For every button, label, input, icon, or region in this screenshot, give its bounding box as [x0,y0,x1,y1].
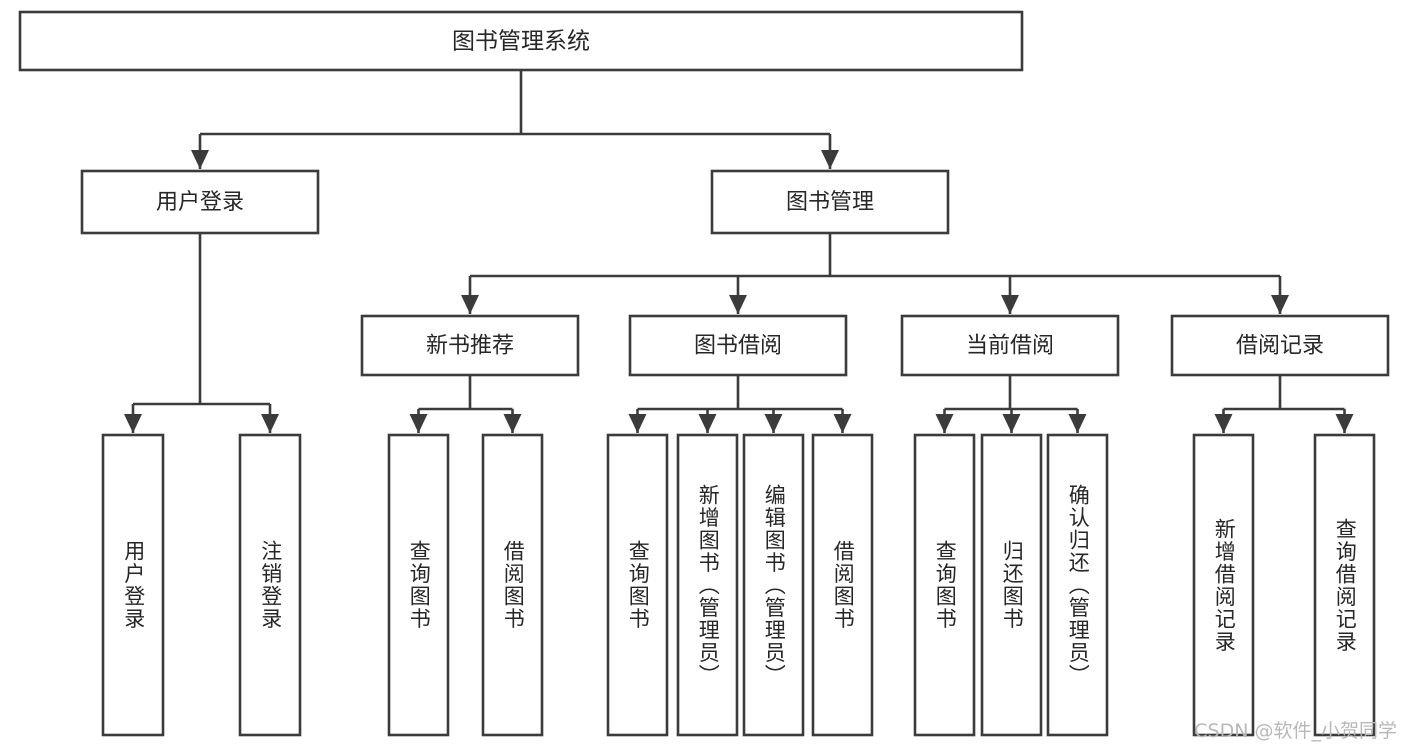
arrow-head [503,414,522,433]
node-box[interactable] [742,433,805,737]
node-box[interactable] [606,433,669,737]
node-box[interactable] [811,433,874,737]
arrow-head [833,414,852,433]
node-book-borrow[interactable]: 图书借阅 [628,314,848,377]
node-leaf-query-record[interactable] [1313,433,1376,737]
node-label: 图书管理 [786,190,874,215]
node-borrow-record[interactable]: 借阅记录 [1170,314,1390,377]
arrow-head [1335,414,1354,433]
arrow-head [1001,295,1019,314]
node-box[interactable] [80,169,320,235]
node-label: 当前借阅 [966,334,1054,359]
arrow-head [261,414,279,433]
node-root[interactable]: 图书管理系统 [18,10,1024,72]
node-label: 新书推荐 [426,334,514,359]
arrow-head [1214,414,1233,433]
arrow-head [628,414,647,433]
node-box[interactable] [238,433,302,737]
arrow-head [1068,414,1087,433]
node-box[interactable] [1192,433,1255,737]
arrow-head [1002,414,1021,433]
node-box[interactable] [980,433,1043,737]
node-leaf-logout[interactable] [238,433,302,737]
arrow-head [729,295,747,314]
arrow-head [1271,295,1289,314]
node-box[interactable] [101,433,165,737]
node-box[interactable] [628,314,848,377]
node-new-book-rec[interactable]: 新书推荐 [360,314,580,377]
node-book-manage[interactable]: 图书管理 [710,169,950,235]
edges-layer [124,70,1354,433]
node-leaf-return-book[interactable] [980,433,1043,737]
node-leaf-add-record[interactable] [1192,433,1255,737]
node-leaf-borrow-book-1[interactable] [481,433,544,737]
node-user-login[interactable]: 用户登录 [80,169,320,235]
node-box[interactable] [710,169,950,235]
node-leaf-borrow-book-2[interactable] [811,433,874,737]
arrow-head [124,414,142,433]
node-box[interactable] [913,433,976,737]
node-box[interactable] [481,433,544,737]
node-leaf-user-login[interactable] [101,433,165,737]
node-box[interactable] [900,314,1120,377]
node-current-borrow[interactable]: 当前借阅 [900,314,1120,377]
node-leaf-add-book[interactable] [676,433,739,737]
node-label: 借阅记录 [1236,334,1324,359]
node-box[interactable] [360,314,580,377]
node-box[interactable] [387,433,450,737]
node-label: 用户登录 [156,190,244,215]
node-box[interactable] [1046,433,1109,737]
node-box[interactable] [18,10,1024,72]
node-leaf-query-book-2[interactable] [606,433,669,737]
arrow-head [698,414,717,433]
arrow-head [461,295,479,314]
arrow-head [935,414,954,433]
arrow-head [821,150,839,169]
node-leaf-query-book-3[interactable] [913,433,976,737]
node-box[interactable] [1170,314,1390,377]
node-label: 图书管理系统 [452,29,590,55]
node-leaf-query-book-1[interactable] [387,433,450,737]
node-box[interactable] [1313,433,1376,737]
node-leaf-confirm-return[interactable] [1046,433,1109,737]
node-label: 图书借阅 [694,334,782,359]
node-box[interactable] [676,433,739,737]
arrow-head [764,414,783,433]
arrow-head [191,150,209,169]
node-leaf-edit-book[interactable] [742,433,805,737]
arrow-head [409,414,428,433]
